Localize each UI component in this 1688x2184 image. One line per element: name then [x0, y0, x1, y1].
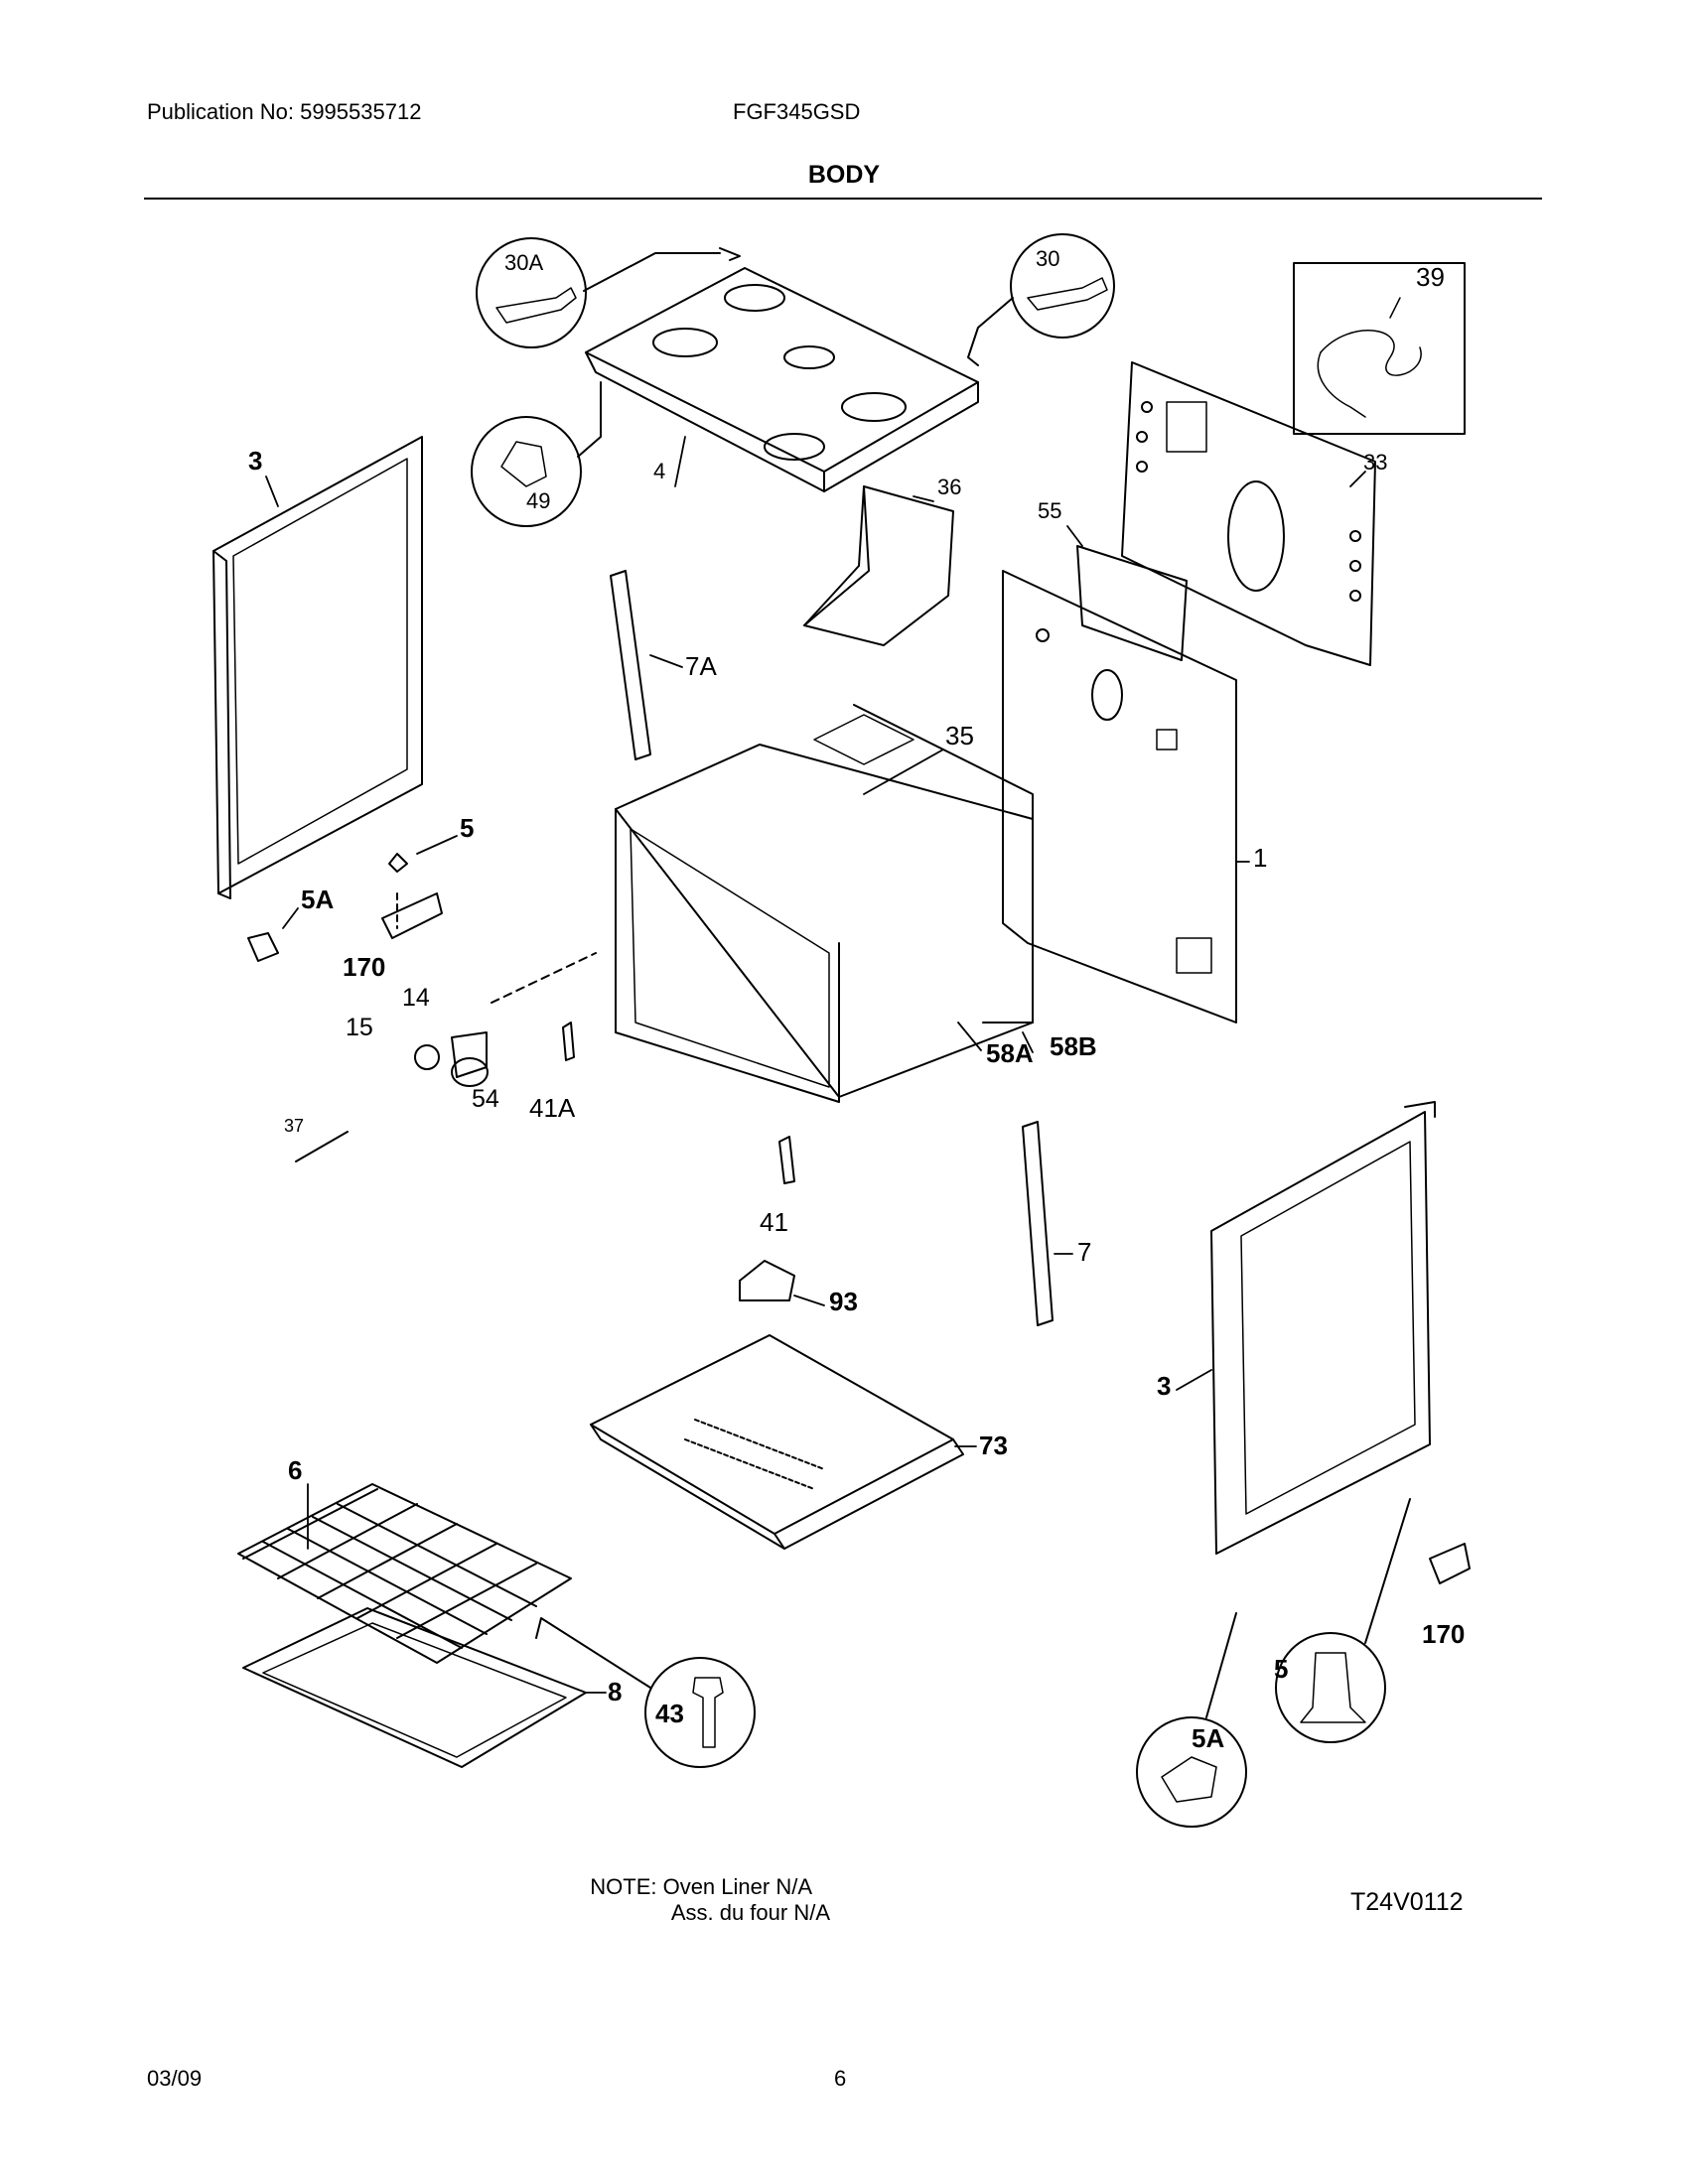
publication-number: Publication No: 5995535712	[147, 99, 422, 124]
callout-93: 93	[829, 1287, 858, 1316]
callout-30: 30	[1036, 246, 1059, 271]
callout-8: 8	[608, 1677, 622, 1706]
callout-3-left: 3	[248, 446, 262, 476]
callout-6: 6	[288, 1455, 302, 1485]
callout-36: 36	[937, 475, 961, 499]
callout-33: 33	[1363, 450, 1387, 475]
callout-circle-49	[471, 381, 602, 527]
flue-duct-36	[803, 485, 954, 646]
note-line-2: Ass. du four N/A	[670, 1900, 830, 1925]
callout-4: 4	[653, 459, 665, 483]
callout-43: 43	[655, 1699, 684, 1728]
oven-rack-6	[237, 1483, 572, 1664]
callout-7a: 7A	[685, 651, 717, 681]
callout-58b: 58B	[1050, 1031, 1097, 1061]
callout-7: 7	[1077, 1237, 1091, 1267]
callout-41: 41	[760, 1207, 788, 1237]
header-rule	[144, 198, 1542, 200]
side-panel-3-left	[212, 436, 423, 899]
section-title: BODY	[807, 161, 881, 189]
back-panel-1	[1002, 570, 1237, 1024]
insulation-pad-93	[739, 1260, 795, 1301]
callout-55: 55	[1038, 498, 1061, 523]
callout-circle-43	[535, 1617, 756, 1768]
callout-54: 54	[472, 1085, 499, 1113]
callout-30a: 30A	[504, 250, 543, 275]
callout-35: 35	[945, 721, 974, 751]
callout-58a: 58A	[986, 1038, 1034, 1068]
model-number: FGF345GSD	[733, 99, 861, 124]
bracket-5a-left	[247, 932, 279, 962]
callout-3-right: 3	[1157, 1371, 1171, 1401]
back-panel-33	[1121, 361, 1376, 666]
callout-circle-5-right	[1275, 1498, 1411, 1743]
callout-170-left: 170	[343, 952, 385, 982]
callout-5a-right: 5A	[1192, 1723, 1224, 1753]
callout-circle-30	[967, 233, 1115, 366]
broiler-pan-8	[242, 1607, 587, 1768]
note-line-1: NOTE: Oven Liner N/A	[590, 1874, 812, 1899]
callout-5-left: 5	[460, 813, 474, 843]
callout-49: 49	[526, 488, 550, 513]
callout-14: 14	[402, 984, 430, 1012]
callout-37: 37	[284, 1116, 304, 1136]
callout-170-right: 170	[1422, 1619, 1465, 1649]
bracket-41	[778, 1136, 795, 1184]
bracket-170-left	[381, 892, 443, 939]
rail-7a	[610, 570, 651, 760]
callout-5-right: 5	[1274, 1654, 1288, 1684]
callout-5a-left: 5A	[301, 885, 334, 914]
bracket-170-right	[1429, 1543, 1471, 1584]
callout-73: 73	[979, 1431, 1008, 1460]
rear-cover-55	[1076, 545, 1188, 661]
publication-date: 03/09	[147, 2066, 203, 2091]
callout-41a: 41A	[529, 1093, 576, 1123]
diagram-code: T24V0112	[1350, 1888, 1464, 1916]
rail-7	[1022, 1121, 1054, 1326]
page-number: 6	[834, 2066, 847, 2091]
wire-37	[295, 1131, 349, 1162]
leveler-5-left	[388, 853, 408, 929]
callout-15: 15	[346, 1014, 373, 1041]
bottom-panel-73	[590, 1334, 964, 1550]
callout-circle-5a-right	[1136, 1612, 1247, 1828]
cooktop-panel-4	[585, 267, 979, 492]
oven-cavity	[615, 704, 1034, 1103]
oven-light-assembly	[414, 952, 597, 1087]
power-cord-box-39	[1293, 262, 1466, 435]
side-panel-3-right	[1210, 1101, 1436, 1555]
callout-39: 39	[1416, 262, 1445, 292]
callout-1: 1	[1253, 843, 1267, 873]
callout-circle-30a	[476, 237, 741, 348]
bracket-41a	[562, 1022, 575, 1061]
